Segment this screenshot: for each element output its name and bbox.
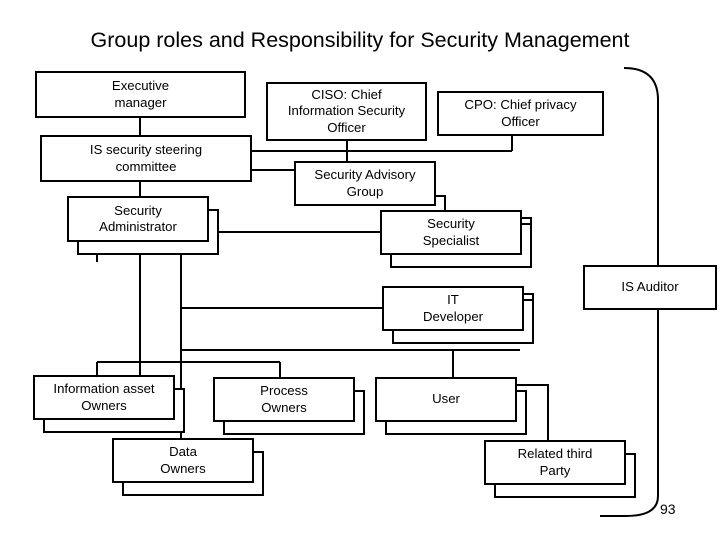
connector-right-rail-top-curve (623, 67, 659, 101)
connector-user-right-wrap (517, 384, 549, 440)
connector-right-rail-bottom-curve (625, 495, 659, 517)
node-label: IS Auditor (621, 279, 679, 295)
node-is-auditor[interactable]: IS Auditor (583, 265, 717, 310)
page-number: 93 (660, 501, 676, 517)
node-label: User (432, 391, 460, 407)
connector-advisory-right-stub (436, 195, 446, 210)
page-title: Group roles and Responsibility for Secur… (90, 28, 630, 52)
node-user[interactable]: User (375, 377, 517, 422)
